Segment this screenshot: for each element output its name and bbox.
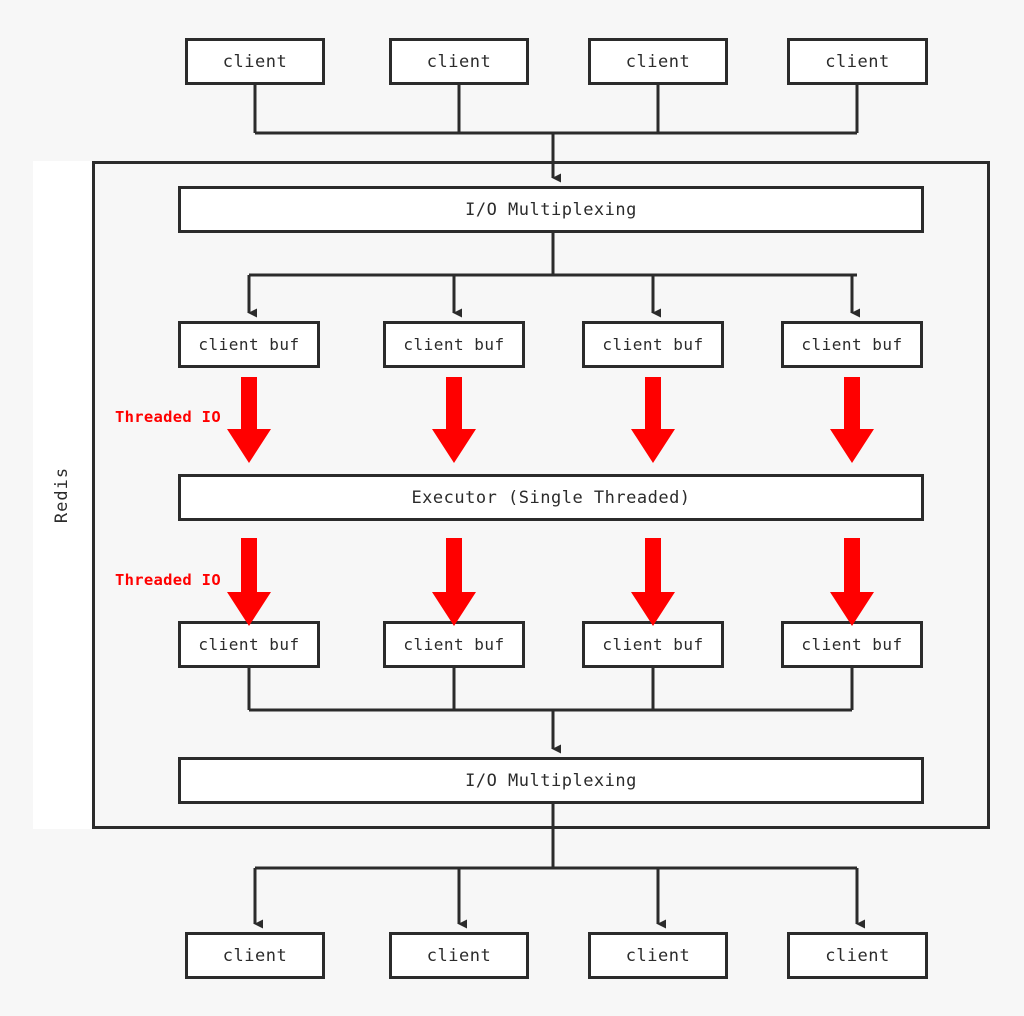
bottom-client-2-label: client [426, 945, 492, 966]
bottom-client-2[interactable]: client [389, 932, 529, 979]
input-client-buf-3-label: client buf [602, 335, 704, 354]
top-client-3-label: client [625, 51, 691, 72]
input-client-buf-1-label: client buf [198, 335, 300, 354]
input-client-buf-2[interactable]: client buf [383, 321, 525, 368]
threaded-io-read-label: Threaded IO [115, 408, 221, 426]
top-client-3[interactable]: client [588, 38, 728, 85]
executor-label: Executor (Single Threaded) [411, 487, 691, 508]
bottom-client-4[interactable]: client [787, 932, 928, 979]
output-client-buf-1[interactable]: client buf [178, 621, 320, 668]
ingress-io-multiplexing-label: I/O Multiplexing [465, 199, 637, 220]
top-client-4[interactable]: client [787, 38, 928, 85]
egress-io-multiplexing-label: I/O Multiplexing [465, 770, 637, 791]
top-client-4-label: client [825, 51, 890, 72]
threaded-io-write-label: Threaded IO [115, 571, 221, 589]
input-client-buf-1[interactable]: client buf [178, 321, 320, 368]
top-client-1[interactable]: client [185, 38, 325, 85]
input-client-buf-4-label: client buf [801, 335, 903, 354]
ingress-io-multiplexing[interactable]: I/O Multiplexing [178, 186, 924, 233]
bottom-client-1-label: client [222, 945, 288, 966]
output-client-buf-2-label: client buf [403, 635, 505, 654]
top-client-1-label: client [222, 51, 288, 72]
output-client-buf-4-label: client buf [801, 635, 903, 654]
redis-side-strip: Redis [33, 161, 95, 829]
input-client-buf-2-label: client buf [403, 335, 505, 354]
bottom-client-4-label: client [825, 945, 890, 966]
input-client-buf-4[interactable]: client buf [781, 321, 923, 368]
redis-label: Redis [52, 466, 73, 524]
top-client-2[interactable]: client [389, 38, 529, 85]
input-client-buf-3[interactable]: client buf [582, 321, 724, 368]
egress-io-multiplexing[interactable]: I/O Multiplexing [178, 757, 924, 804]
executor[interactable]: Executor (Single Threaded) [178, 474, 924, 521]
top-client-2-label: client [426, 51, 492, 72]
bottom-client-3[interactable]: client [588, 932, 728, 979]
output-client-buf-1-label: client buf [198, 635, 300, 654]
output-client-buf-3-label: client buf [602, 635, 704, 654]
output-client-buf-2[interactable]: client buf [383, 621, 525, 668]
output-client-buf-4[interactable]: client buf [781, 621, 923, 668]
bottom-client-1[interactable]: client [185, 932, 325, 979]
output-client-buf-3[interactable]: client buf [582, 621, 724, 668]
bottom-client-3-label: client [625, 945, 691, 966]
